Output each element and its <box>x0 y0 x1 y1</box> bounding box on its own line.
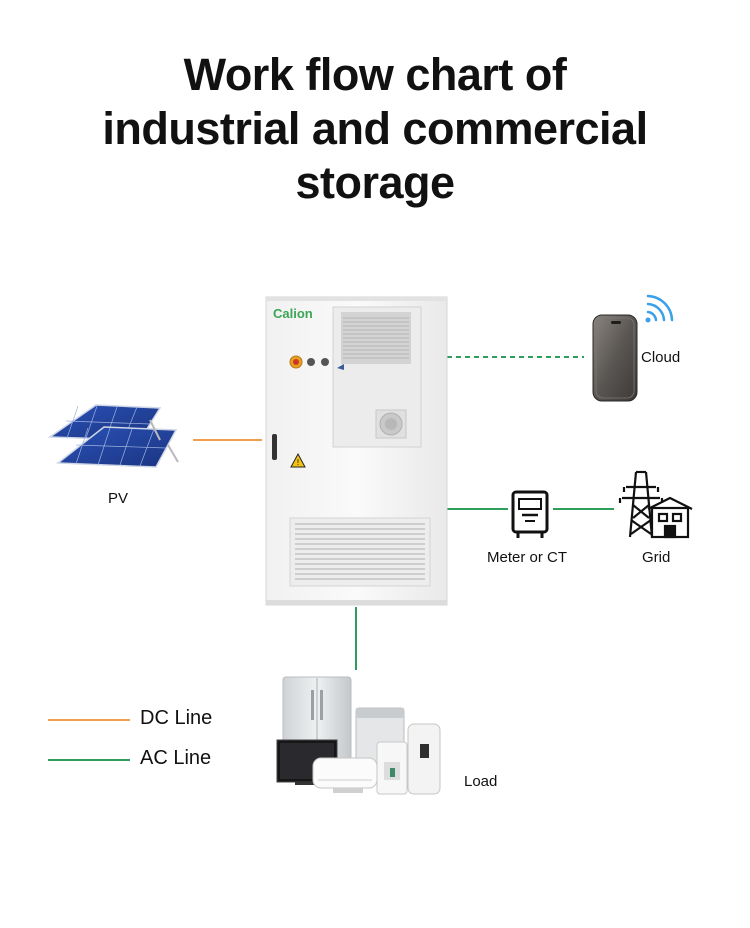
title-line-1: Work flow chart of <box>183 49 567 100</box>
load-appliances-icon <box>276 676 441 795</box>
smartphone-icon <box>592 314 638 402</box>
title-line-3: storage <box>295 157 455 208</box>
meter-label: Meter or CT <box>487 549 568 566</box>
legend-dc-label: DC Line <box>140 707 213 729</box>
cloud-label: Cloud <box>641 349 681 366</box>
cabinet-brand-logo: Calion <box>273 306 313 321</box>
pv-label: PV <box>108 490 129 507</box>
storage-cabinet: ! Calion <box>265 296 448 606</box>
pv-panel-icon <box>47 404 179 468</box>
grid-label: Grid <box>642 549 671 566</box>
legend-ac-label: AC Line <box>140 747 212 769</box>
wifi-signal-icon <box>645 294 674 323</box>
meter-icon <box>511 490 549 538</box>
power-grid-icon <box>618 470 693 539</box>
load-label: Load <box>464 773 498 790</box>
diagram-title: Work flow chart of industrial and commer… <box>0 48 750 210</box>
svg-text:!: ! <box>296 458 299 467</box>
title-line-2: industrial and commercial <box>102 103 648 154</box>
